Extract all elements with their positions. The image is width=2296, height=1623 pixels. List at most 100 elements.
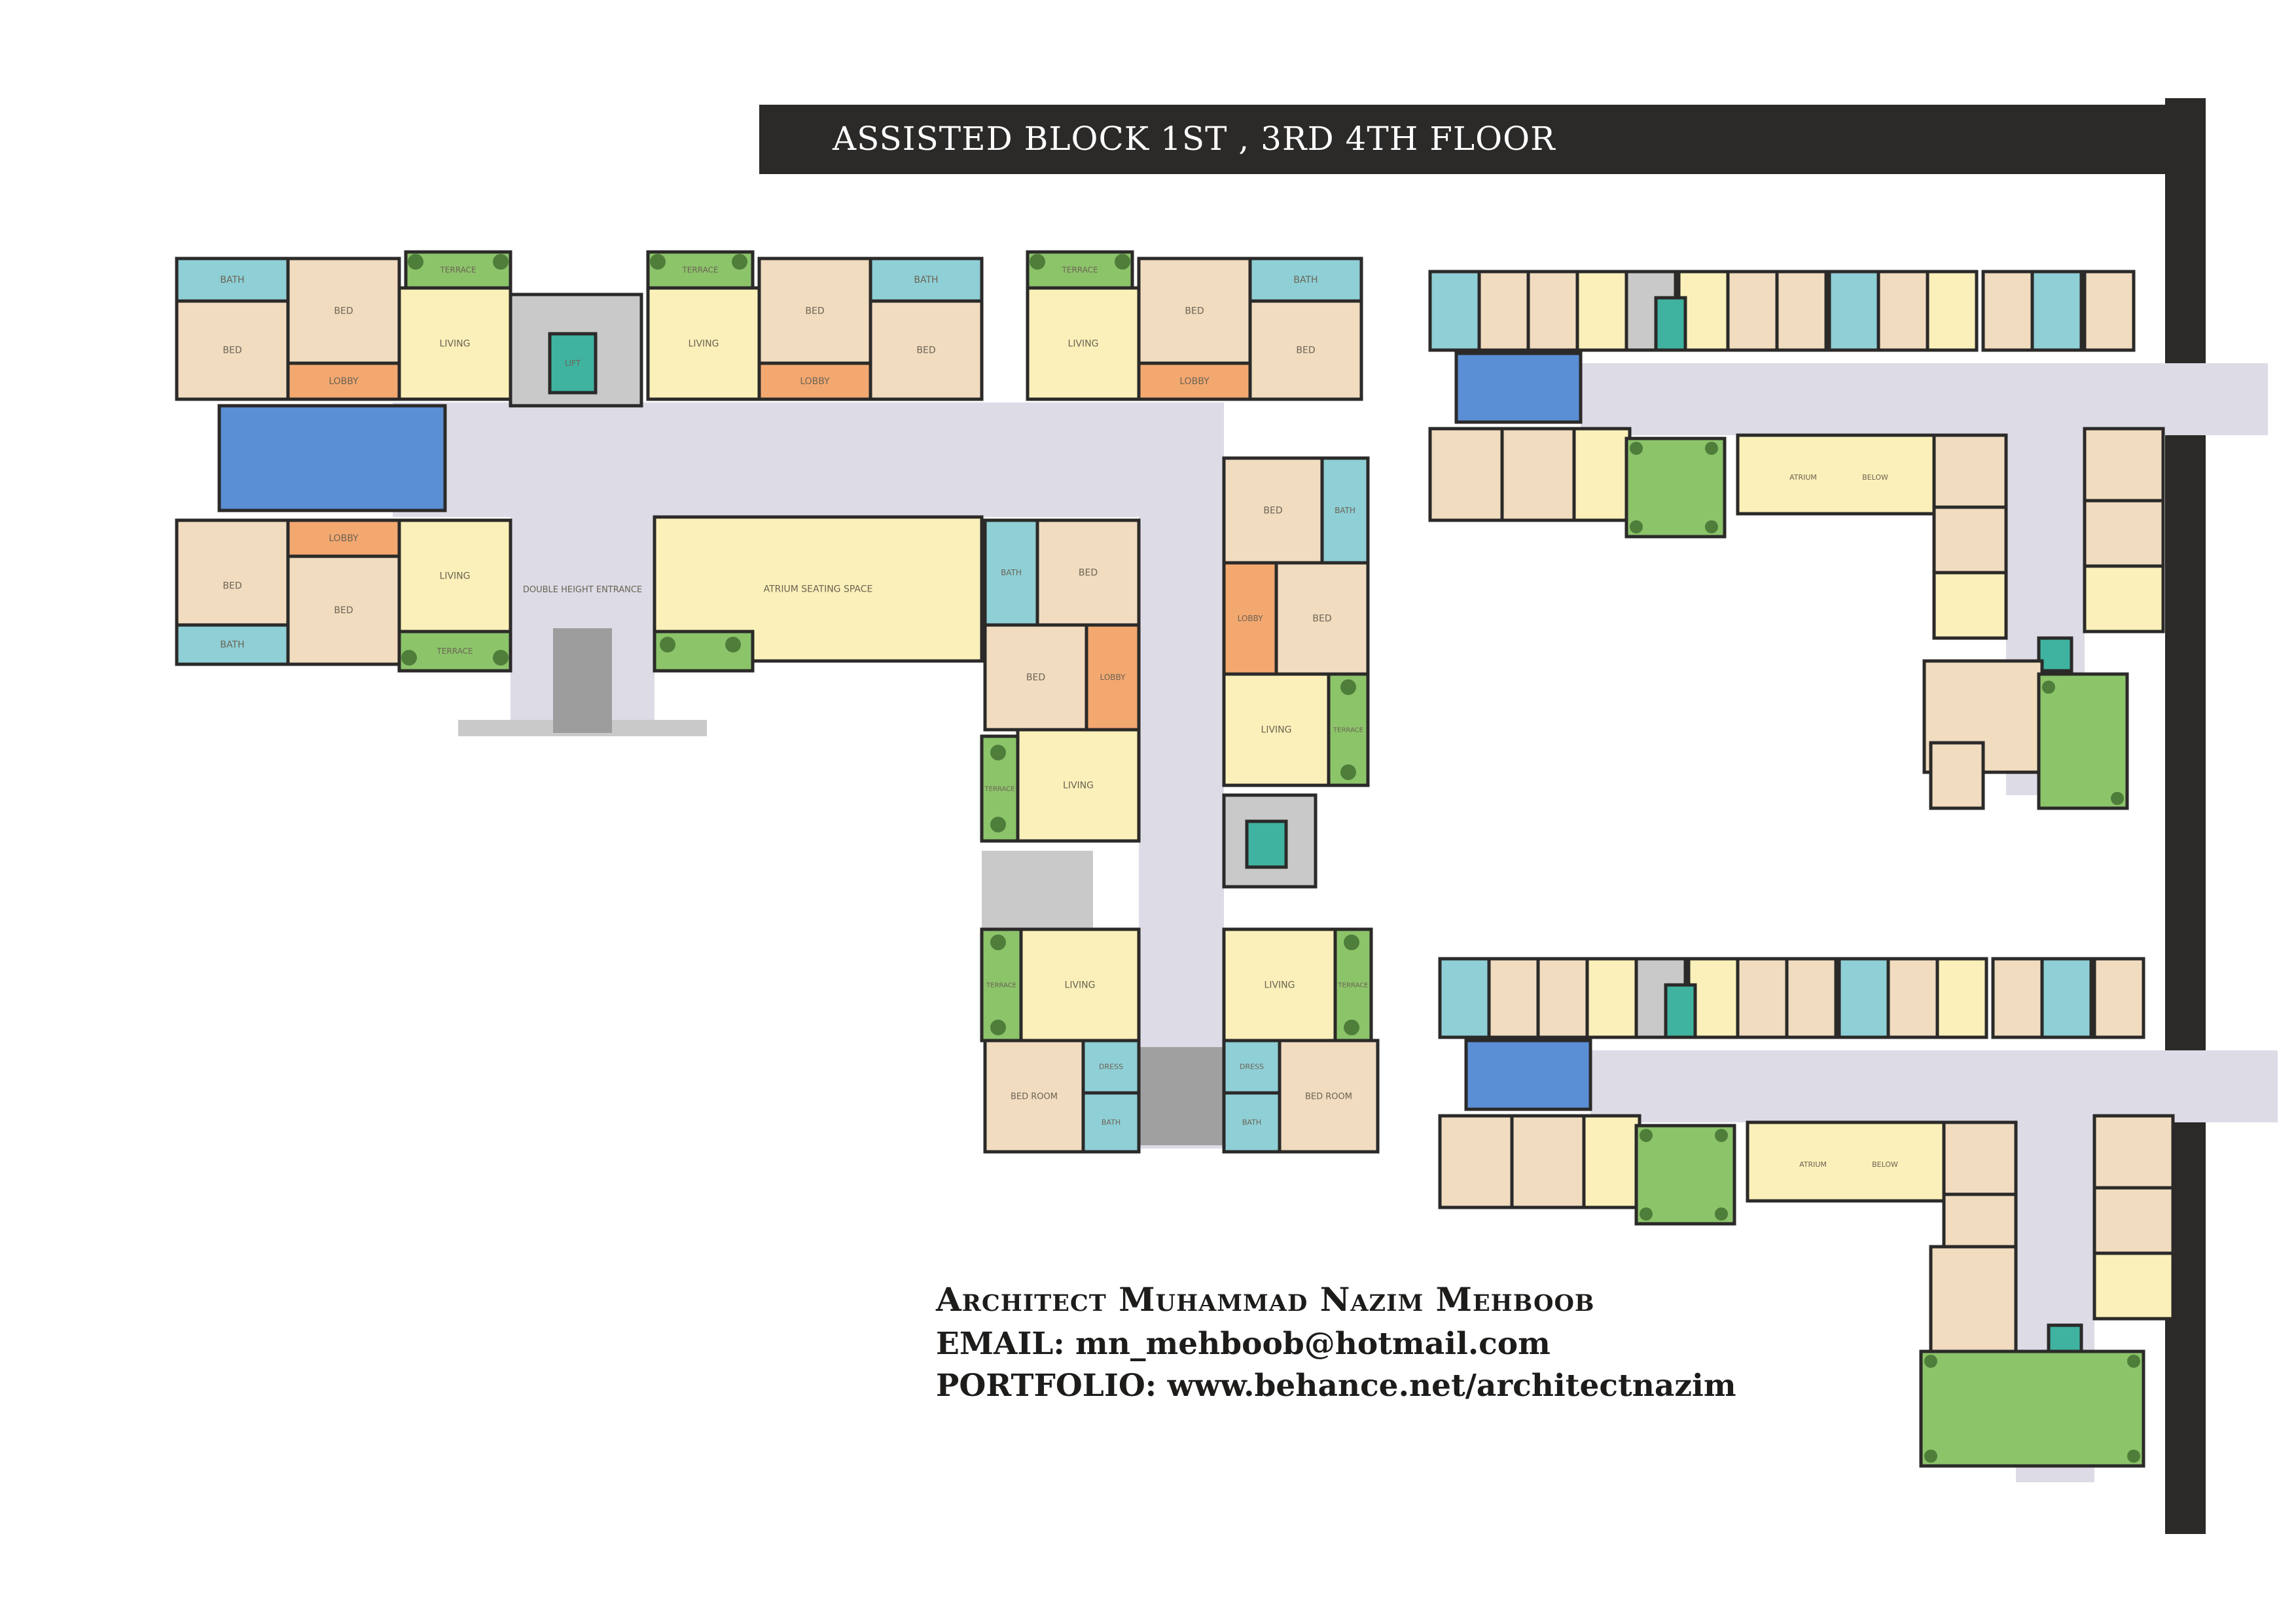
bath-room bbox=[2040, 957, 2093, 1039]
terrace-room bbox=[1624, 437, 1727, 539]
living-room bbox=[1222, 672, 1331, 787]
room-label: ATRIUM SEATING SPACE bbox=[764, 584, 873, 595]
bed-room bbox=[869, 299, 984, 401]
bath-room bbox=[1438, 957, 1491, 1039]
terrace-room bbox=[397, 630, 512, 673]
tree-icon bbox=[990, 745, 1006, 760]
tree-icon bbox=[1344, 935, 1359, 950]
bed-room bbox=[2092, 1186, 2175, 1255]
room-label: LOBBY bbox=[1238, 614, 1264, 623]
bed-room bbox=[1438, 1114, 1514, 1209]
room-label: ATRIUM bbox=[1789, 473, 1817, 482]
living-room bbox=[1016, 728, 1141, 843]
room-label: DRESS bbox=[1240, 1063, 1264, 1071]
room-label: BED bbox=[805, 306, 824, 317]
tree-icon bbox=[1705, 442, 1718, 455]
room-label: BATH bbox=[1102, 1118, 1121, 1127]
architect-email: EMAIL: mn_mehboob@hotmail.com bbox=[936, 1326, 1551, 1362]
bed-room bbox=[2083, 499, 2165, 568]
bath-room bbox=[983, 518, 1039, 627]
tree-icon bbox=[2042, 681, 2055, 694]
living-room bbox=[1926, 270, 1979, 352]
living-room bbox=[1736, 433, 1936, 516]
bath-room bbox=[1827, 270, 1880, 352]
room-label: BED ROOM bbox=[1011, 1092, 1058, 1101]
room-label: BED bbox=[1185, 306, 1204, 317]
architect-credits: Architect Muhammad Nazim Mehboob EMAIL: … bbox=[936, 1276, 1736, 1407]
bath-room bbox=[1222, 1039, 1282, 1095]
tree-icon bbox=[660, 637, 675, 652]
lift-room bbox=[548, 332, 598, 395]
room-label: TERRACE bbox=[681, 266, 718, 275]
living-room bbox=[1572, 427, 1632, 522]
bed-room bbox=[1487, 957, 1540, 1039]
living-room bbox=[1019, 927, 1141, 1043]
main-corridor bbox=[393, 402, 1224, 517]
room-label: LIVING bbox=[1261, 725, 1292, 736]
tree-icon bbox=[990, 935, 1006, 950]
east-corridor bbox=[1139, 402, 1224, 1149]
bed-room bbox=[2092, 1114, 2175, 1190]
bed-room bbox=[1932, 433, 2008, 509]
bath-room bbox=[1320, 456, 1370, 565]
tree-icon bbox=[1630, 442, 1643, 455]
room-label: BED bbox=[334, 306, 353, 317]
room-label: BED ROOM bbox=[1305, 1092, 1352, 1101]
lift-room bbox=[1664, 983, 1697, 1039]
tree-icon bbox=[1640, 1207, 1653, 1221]
pool-room bbox=[217, 404, 447, 512]
bed-room bbox=[1536, 957, 1589, 1039]
tree-icon bbox=[2111, 792, 2124, 805]
room-label: TERRACE bbox=[1061, 266, 1098, 275]
upper-right-floor-plan: ATRIUM BELOW bbox=[1428, 270, 2268, 810]
bed-room bbox=[1942, 1120, 2018, 1196]
lift-room bbox=[2037, 636, 2073, 673]
bath-room bbox=[2030, 270, 2083, 352]
bed-room bbox=[1248, 299, 1363, 401]
tree-icon bbox=[2127, 1355, 2140, 1368]
bed-room bbox=[1278, 1039, 1380, 1154]
living-room bbox=[1932, 571, 2008, 640]
living-room bbox=[1575, 270, 1628, 352]
tree-icon bbox=[493, 254, 509, 270]
room-label: BATH bbox=[1001, 568, 1022, 577]
bed-room bbox=[1991, 957, 2044, 1039]
room-label: TERRACE bbox=[439, 266, 476, 275]
room-label: BED bbox=[1312, 614, 1331, 624]
tree-icon bbox=[408, 254, 423, 270]
tree-icon bbox=[1715, 1207, 1728, 1221]
bed-room bbox=[2092, 957, 2145, 1039]
bed-room bbox=[1785, 957, 1838, 1039]
bath-room bbox=[1081, 1039, 1141, 1095]
room-label: BATH bbox=[1293, 275, 1318, 285]
bed-room bbox=[1886, 957, 1939, 1039]
bed-room bbox=[1500, 427, 1576, 522]
terrace-room bbox=[646, 250, 755, 290]
tree-icon bbox=[1630, 520, 1643, 533]
room-label: BATH bbox=[1335, 506, 1355, 515]
architect-portfolio: PORTFOLIO: www.behance.net/architectnazi… bbox=[936, 1368, 1736, 1404]
lift-room bbox=[1245, 819, 1288, 869]
room-label: TERRACE bbox=[1338, 982, 1369, 989]
bed-room bbox=[757, 257, 872, 365]
bed-room bbox=[1981, 270, 2034, 352]
living-room bbox=[2092, 1251, 2175, 1321]
tree-icon bbox=[1640, 1129, 1653, 1142]
room-label: BELOW bbox=[1862, 473, 1888, 482]
bed-room bbox=[1477, 270, 1530, 352]
bed-room bbox=[1428, 427, 1504, 522]
bed-room bbox=[1035, 518, 1141, 627]
bath-room bbox=[175, 623, 290, 666]
room-label: LIVING bbox=[440, 339, 471, 349]
room-label: BATH bbox=[914, 275, 938, 285]
bed-room bbox=[1876, 270, 1929, 352]
pool-room bbox=[1454, 351, 1583, 424]
pool-room bbox=[1464, 1039, 1592, 1111]
bed-room bbox=[1726, 270, 1779, 352]
bed-room bbox=[1736, 957, 1789, 1039]
tree-icon bbox=[1030, 254, 1045, 270]
terrace-room bbox=[404, 250, 512, 290]
room-label: DRESS bbox=[1099, 1063, 1123, 1071]
